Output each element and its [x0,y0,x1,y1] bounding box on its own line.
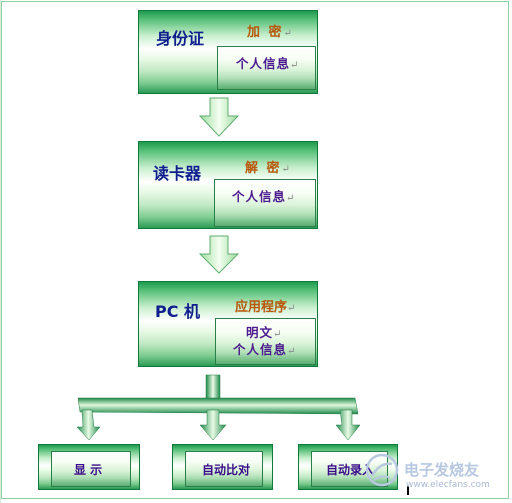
id-card-box: 身份证 加 密↵ 个人信息↵ [138,10,318,94]
output-compare-box: 自动比对 [172,444,273,490]
distribution-stem [205,374,221,402]
pc-info-panel: 明文↵ 个人信息↵ [215,318,316,365]
watermark-text: 电子发烧友 [404,461,480,479]
decrypt-label: 解 密↵ [245,161,290,176]
output-display-label: 显 示 [74,463,103,477]
frame-left-edge [0,0,1,503]
arrow-to-compare [199,409,227,441]
pc-title: PC 机 [155,302,201,321]
distribution-bar [77,397,359,415]
reader-info-panel: 个人信息↵ [214,179,316,227]
output-display-box: 显 示 [38,444,140,490]
watermark-url: www.elecfans.com [406,480,490,490]
encrypt-label: 加 密↵ [247,25,292,40]
arrow-to-entry [335,409,361,441]
pc-info-text: 个人信息↵ [233,342,296,357]
arrow-idcard-to-reader [198,97,240,137]
reader-title: 读卡器 [153,164,202,183]
id-card-info-text: 个人信息↵ [236,56,299,71]
id-card-title: 身份证 [156,29,205,48]
reader-info-text: 个人信息↵ [232,189,295,204]
application-label: 应用程序↵ [235,300,296,315]
output-entry-label: 自动录入 [326,463,375,477]
watermark-logo-icon [365,453,399,487]
pc-box: PC 机 应用程序↵ 明文↵ 个人信息↵ [138,281,318,367]
plaintext-label: 明文↵ [246,325,282,340]
arrow-to-display [76,409,101,441]
arrow-reader-to-pc [198,235,240,274]
text-cursor-mark [407,486,409,495]
output-compare-label: 自动比对 [202,463,251,477]
id-card-info-panel: 个人信息↵ [217,46,316,90]
output-display-panel: 显 示 [51,451,131,487]
output-compare-panel: 自动比对 [185,451,263,487]
reader-box: 读卡器 解 密↵ 个人信息↵ [138,141,318,229]
